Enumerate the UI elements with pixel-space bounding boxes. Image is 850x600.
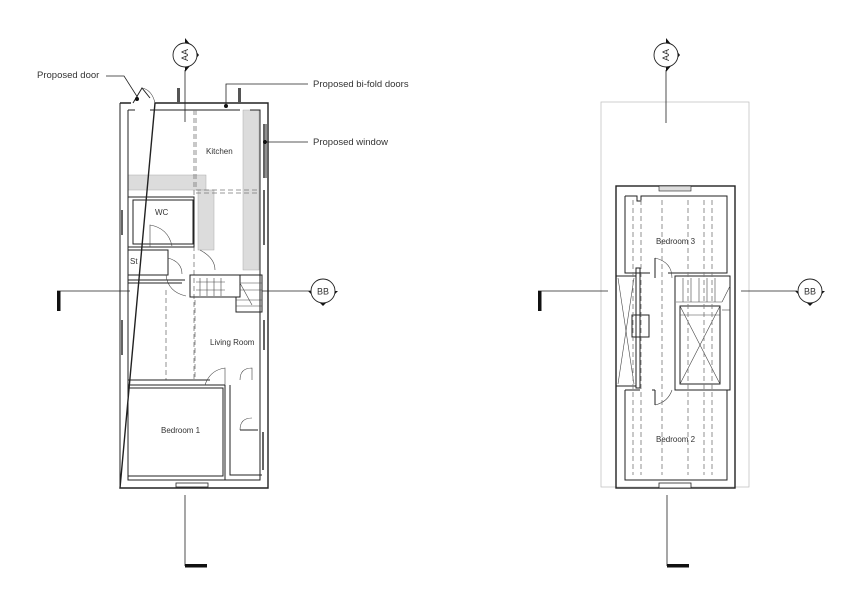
room-label-bedroom3: Bedroom 3 — [656, 237, 696, 246]
room-label-living-room: Living Room — [210, 338, 255, 347]
annotation-proposed-door: Proposed door — [37, 70, 99, 81]
section-marker-aa-first: AA — [653, 38, 680, 123]
inner-wall-line — [127, 109, 261, 481]
first-floor-plan: Bedroom 3 Bedroom 2 — [600, 101, 750, 489]
section-bb-label-first: BB — [804, 287, 816, 297]
wc-door-swing — [149, 224, 173, 247]
room-label-bedroom2: Bedroom 2 — [656, 435, 696, 444]
ground-floor-plan: Kitchen WC St Living Room Bedroom 1 — [119, 87, 269, 489]
bifold-post-right — [238, 88, 241, 104]
section-aa-label: AA — [180, 49, 190, 61]
store-room — [127, 249, 169, 276]
bedroom1-room — [127, 387, 224, 477]
room-label-kitchen: Kitchen — [206, 147, 233, 156]
stairs-ground — [189, 274, 241, 298]
room-label-store: St — [130, 257, 138, 266]
section-marker-bb-ground: BB — [57, 278, 338, 311]
annotation-proposed-window: Proposed window — [313, 137, 388, 148]
section-aa-label-first: AA — [661, 49, 671, 61]
outer-wall — [119, 102, 269, 489]
room-label-bedroom1: Bedroom 1 — [161, 426, 201, 435]
bedroom1-window — [175, 482, 209, 488]
section-cut-aa-bottom-first — [666, 495, 689, 568]
annotations: Proposed door Proposed bi-fold doors Pro… — [37, 70, 409, 148]
section-marker-aa-ground: AA — [172, 38, 199, 122]
section-cut-aa-bottom-ground — [184, 495, 207, 568]
kitchen-worktop-lower — [197, 189, 215, 251]
bifold-post-left — [177, 88, 180, 104]
annotation-proposed-bifold-doors: Proposed bi-fold doors — [313, 79, 409, 90]
section-marker-bb-first: BB — [538, 278, 825, 311]
room-label-wc: WC — [155, 208, 169, 217]
wc-room — [127, 196, 195, 248]
section-bb-label: BB — [317, 287, 329, 297]
